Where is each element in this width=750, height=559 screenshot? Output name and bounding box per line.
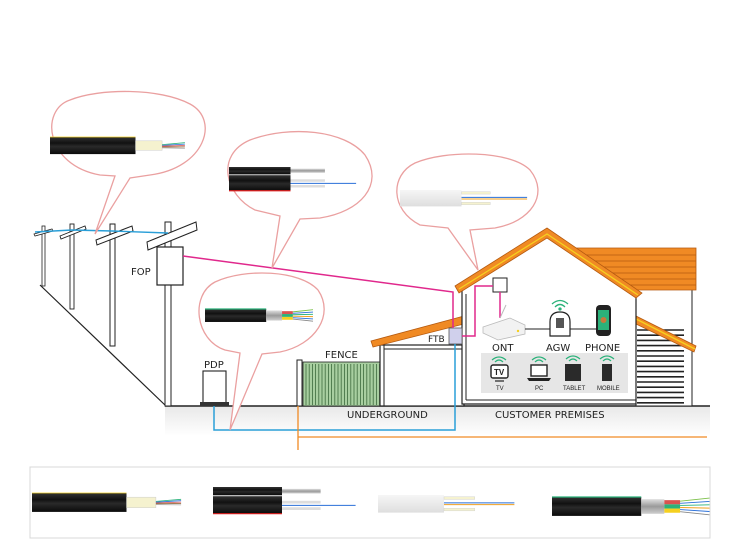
device-tv: TV TV: [490, 364, 509, 392]
fence-label: FENCE: [325, 350, 358, 361]
callout-flat-cable: [396, 153, 539, 271]
wifi-icon: [491, 356, 507, 363]
pole-baseline: [39, 284, 167, 407]
drop-lines: [182, 255, 501, 337]
device-tv-label: TV: [496, 386, 504, 392]
fop-box: FOP: [131, 246, 184, 286]
tablet-icon: [565, 364, 581, 381]
callout-aerial-cable: [51, 90, 206, 235]
pole-3: [95, 223, 134, 347]
fop-label: FOP: [131, 267, 151, 278]
device-panel: TV TV PC TABLET MOBILE: [481, 353, 628, 393]
svg-text:TV: TV: [494, 368, 505, 377]
device-pc: PC: [527, 364, 551, 392]
ont-device: ONT: [482, 304, 526, 354]
wall-outlet: [492, 277, 508, 293]
wifi-icon: [599, 355, 615, 362]
callout-aerial-cable-drawing: [50, 136, 185, 155]
device-mobile-label: MOBILE: [597, 386, 620, 392]
device-tablet: TABLET: [563, 364, 586, 392]
strip-armored-cable: [552, 496, 710, 516]
ground: [165, 405, 710, 436]
pdp-box: PDP: [200, 360, 229, 406]
pole-1: [33, 225, 54, 287]
tv-icon: [490, 364, 509, 379]
callout-flat-cable-drawing: [400, 190, 528, 207]
callout-figure8-cable: [227, 131, 373, 269]
laptop-icon: [530, 364, 548, 377]
customer-premises-label: CUSTOMER PREMISES: [495, 410, 605, 421]
phone-device: PHONE: [585, 305, 620, 354]
underground-label: UNDERGROUND: [347, 410, 428, 421]
callout-figure8-cable-drawing: [229, 167, 357, 192]
pdp-label: PDP: [204, 360, 224, 371]
agw-wifi-icon: [551, 299, 569, 311]
strip-flat-cable: [378, 495, 515, 513]
strip-aerial-cable: [32, 492, 182, 512]
callout-armored-cable-drawing: [205, 308, 314, 322]
fence: FENCE: [296, 350, 381, 407]
ftb-to-outlet-line: [462, 285, 493, 337]
aerial-fiber-line: [34, 229, 169, 234]
agw-label: AGW: [546, 343, 570, 354]
device-tablet-label: TABLET: [563, 386, 586, 392]
fop-to-ftb-line: [182, 255, 454, 328]
phone-label: PHONE: [585, 343, 620, 354]
pole-2: [59, 223, 87, 310]
wifi-icon: [531, 356, 547, 363]
wifi-icon: [565, 355, 581, 362]
side-building: [370, 315, 465, 407]
ftb-label: FTB: [428, 335, 445, 345]
strip-figure8-cable: [213, 487, 356, 515]
ont-label: ONT: [492, 343, 514, 354]
mobile-icon: [602, 364, 612, 381]
device-pc-label: PC: [535, 386, 544, 392]
main-roof: [454, 227, 643, 299]
device-mobile: MOBILE: [597, 364, 620, 392]
pole-4-fop: [146, 221, 198, 407]
agw-device: AGW: [546, 299, 571, 354]
underground-fiber-line: [213, 344, 456, 431]
